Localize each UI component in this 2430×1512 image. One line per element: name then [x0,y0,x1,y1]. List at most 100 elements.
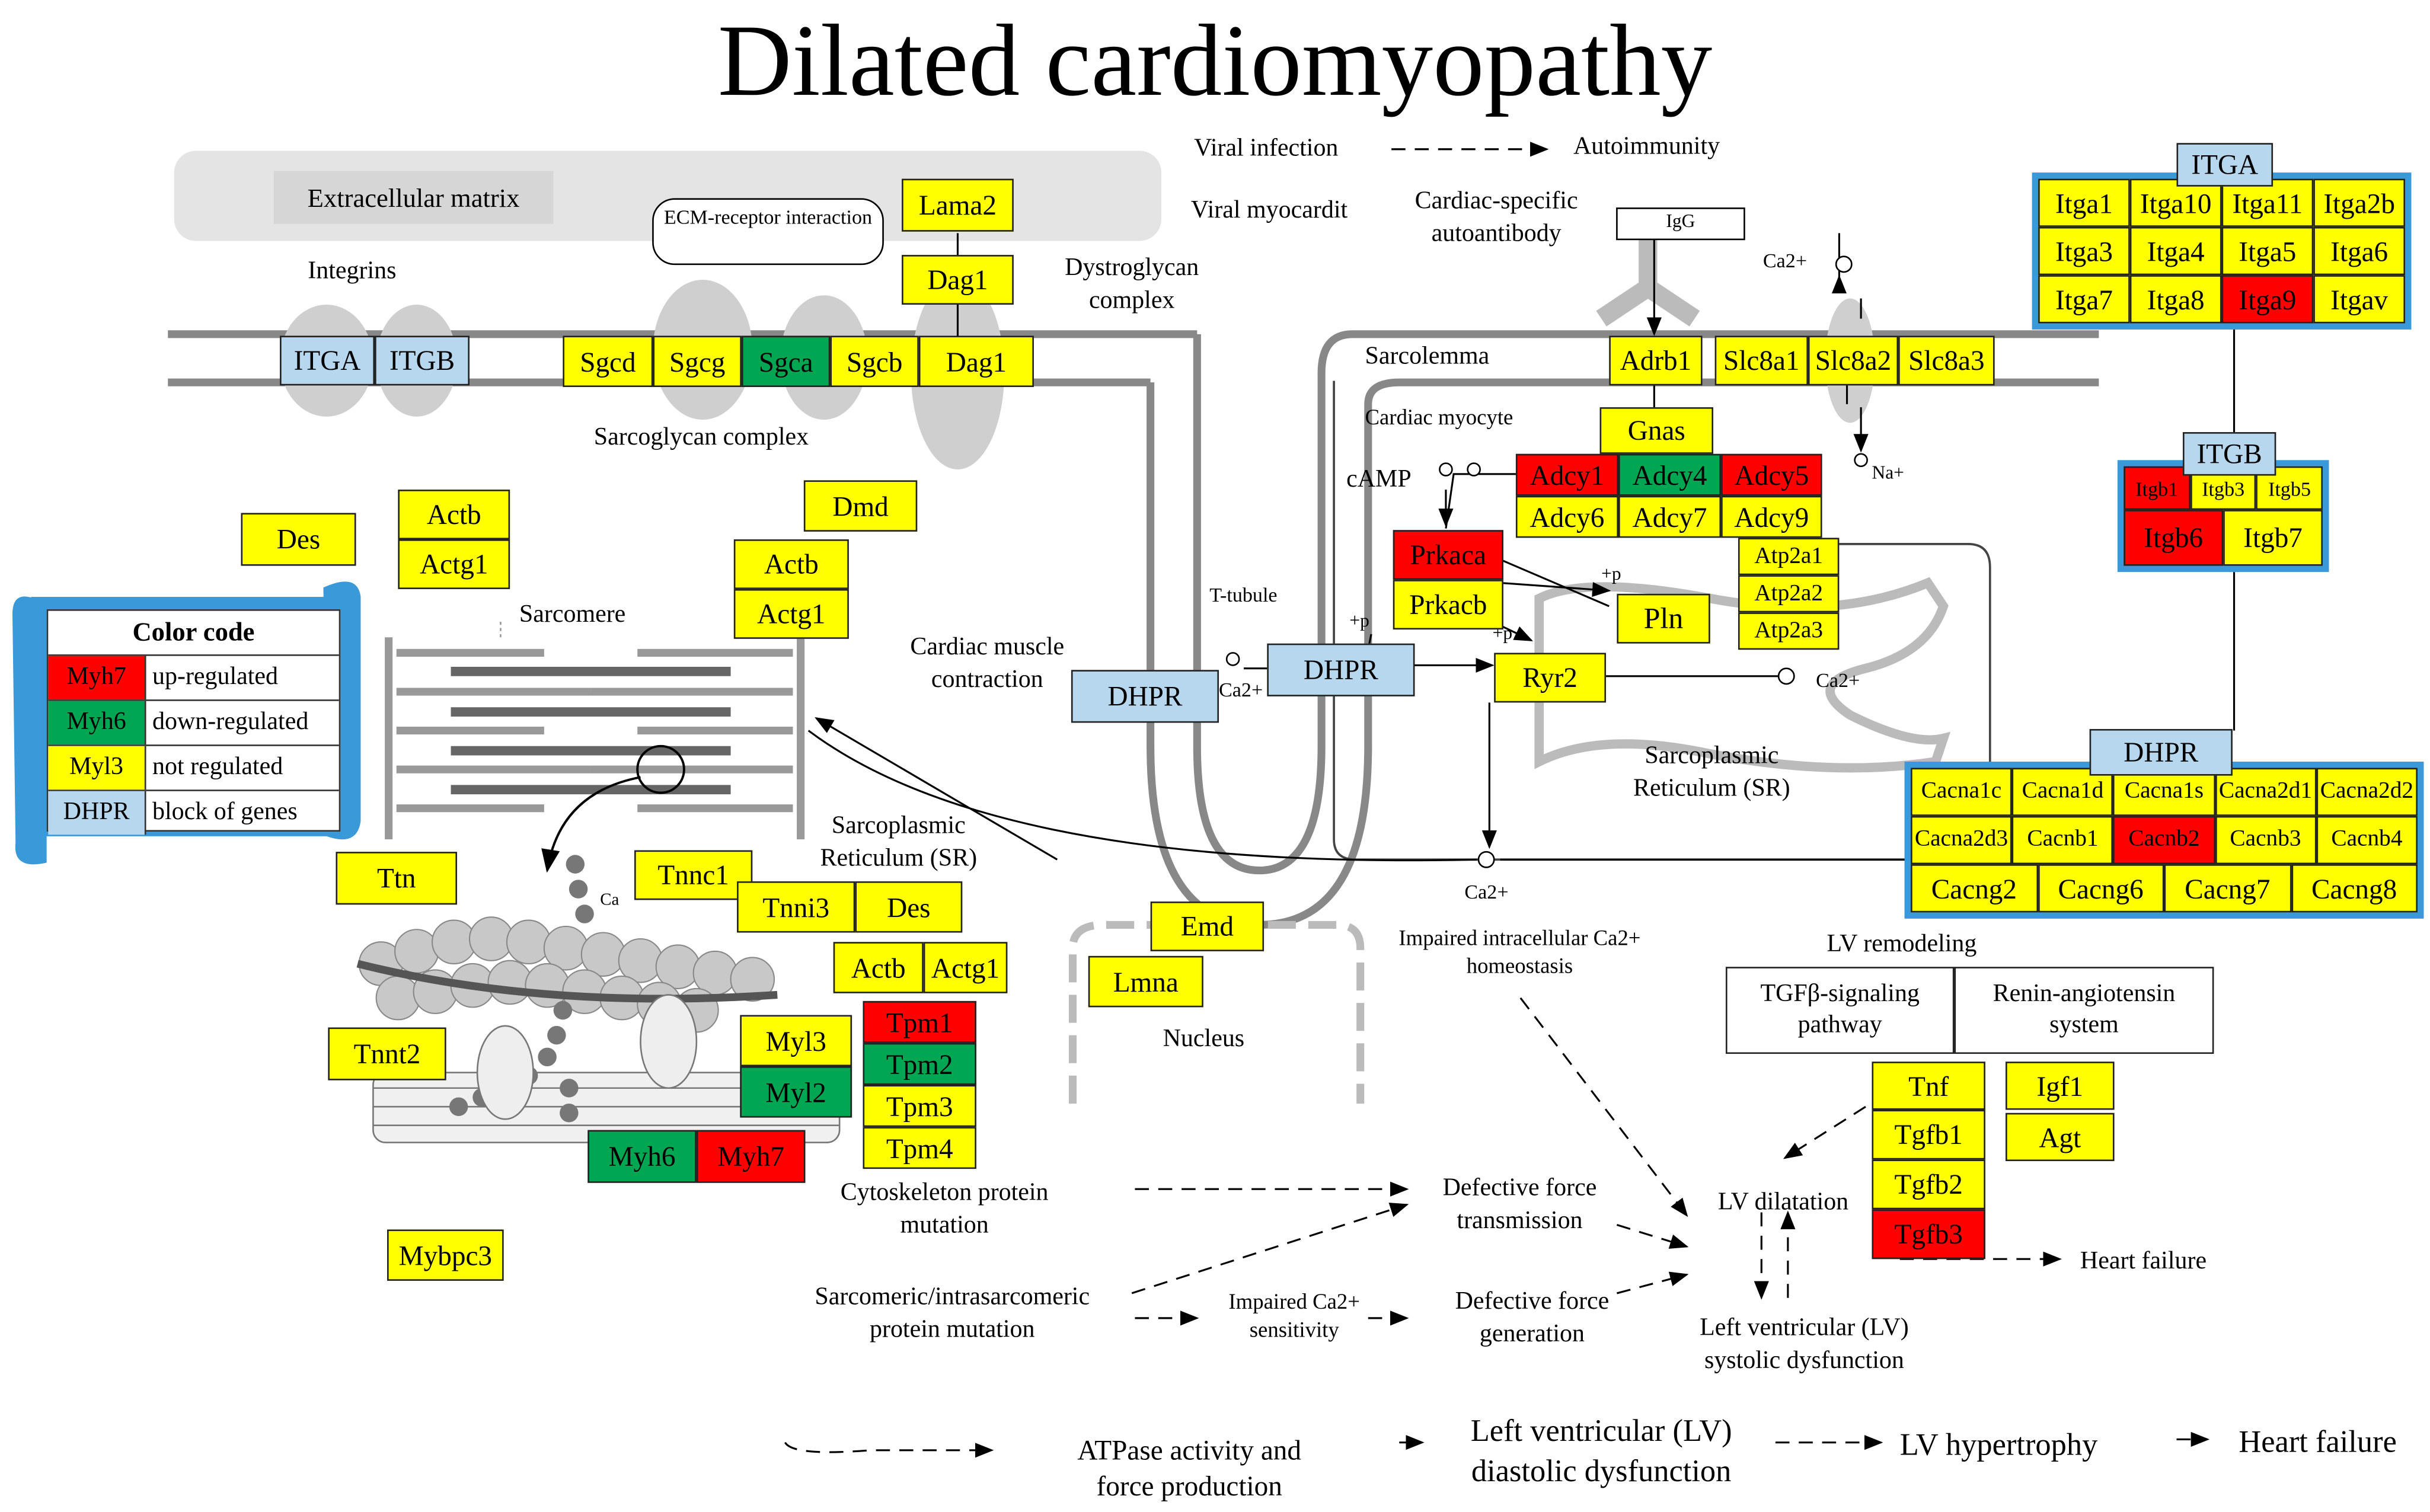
gene-myl2[interactable]: Myl2 [740,1066,852,1118]
gene-des-2[interactable]: Des [855,881,963,933]
gene-ttn[interactable]: Ttn [336,852,458,905]
gene-sgcb[interactable]: Sgcb [830,335,919,388]
gene-itga5[interactable]: Itga5 [2221,226,2314,276]
gene-itga9[interactable]: Itga9 [2221,275,2314,324]
gene-tnni3[interactable]: Tnni3 [737,881,855,933]
gene-cacng6[interactable]: Cacng6 [2037,864,2164,913]
gene-actb-3[interactable]: Actb [833,942,924,993]
gene-itgb1[interactable]: Itgb1 [2124,466,2190,510]
gene-slc8a3[interactable]: Slc8a3 [1898,335,1995,386]
impaired-sensitivity-label: Impaired Ca2+ sensitivity [1228,1292,1360,1344]
gene-myh6[interactable]: Myh6 [587,1130,697,1183]
gene-slc8a2[interactable]: Slc8a2 [1808,335,1899,386]
legend-row: Myh6 down-regulated [48,701,339,746]
gene-tpm3[interactable]: Tpm3 [863,1085,976,1127]
gene-tpm2[interactable]: Tpm2 [863,1043,976,1085]
gene-cacnb2[interactable]: Cacnb2 [2113,816,2215,865]
gene-adcy1[interactable]: Adcy1 [1515,453,1619,496]
gene-mybpc3[interactable]: Mybpc3 [387,1229,504,1281]
gene-atp2a2[interactable]: Atp2a2 [1738,575,1840,613]
gene-tgfb3[interactable]: Tgfb3 [1872,1209,1985,1260]
gene-atp2a3[interactable]: Atp2a3 [1738,612,1840,650]
gene-adrb1[interactable]: Adrb1 [1609,335,1703,386]
gene-cacna2d3[interactable]: Cacna2d3 [1911,816,2013,865]
gene-cacng8[interactable]: Cacng8 [2291,864,2418,913]
gene-tnf[interactable]: Tnf [1872,1062,1985,1110]
gene-adcy6[interactable]: Adcy6 [1515,496,1619,538]
gene-tpm4[interactable]: Tpm4 [863,1127,976,1169]
gene-itga[interactable]: ITGA [280,335,375,386]
gene-itgav[interactable]: Itgav [2313,275,2406,324]
gene-adcy5[interactable]: Adcy5 [1721,453,1822,496]
gene-cacnb3[interactable]: Cacnb3 [2214,816,2316,865]
gene-actb-1[interactable]: Actb [398,490,510,540]
gene-prkaca[interactable]: Prkaca [1393,530,1503,580]
gene-atp2a1[interactable]: Atp2a1 [1738,538,1840,576]
gene-itgb[interactable]: ITGB [375,335,470,386]
gene-cacng2[interactable]: Cacng2 [1911,864,2038,913]
gene-prkacb[interactable]: Prkacb [1393,580,1503,630]
gene-itgb6[interactable]: Itgb6 [2124,510,2224,566]
ca-label-ncx: Ca2+ [1762,248,1808,272]
gene-myh7[interactable]: Myh7 [696,1130,806,1183]
ca-label-ttubule: Ca2+ [1219,677,1263,701]
itga-block-title[interactable]: ITGA [2176,143,2273,187]
gene-dhpr-left[interactable]: DHPR [1071,670,1219,723]
gene-cacna1c[interactable]: Cacna1c [1911,768,2013,816]
gene-sgca[interactable]: Sgca [741,335,831,388]
gene-tgfb1[interactable]: Tgfb1 [1872,1110,1985,1160]
gene-actg1-1[interactable]: Actg1 [398,539,510,589]
gene-lama2[interactable]: Lama2 [902,178,1014,232]
gene-pln[interactable]: Pln [1617,593,1710,644]
gene-itga2b[interactable]: Itga2b [2313,178,2406,227]
gene-dhpr-mid[interactable]: DHPR [1267,643,1415,696]
gene-actg1-2[interactable]: Actg1 [733,589,849,639]
gene-cacng7[interactable]: Cacng7 [2164,864,2291,913]
gene-cacna2d1[interactable]: Cacna2d1 [2214,768,2316,816]
gene-actg1-3[interactable]: Actg1 [923,942,1008,993]
gene-adcy4[interactable]: Adcy4 [1618,453,1722,496]
gene-adcy7[interactable]: Adcy7 [1618,496,1722,538]
gene-itga6[interactable]: Itga6 [2313,226,2406,276]
gene-itga10[interactable]: Itga10 [2129,178,2222,227]
extracellular-matrix-label: Extracellular matrix [307,183,520,213]
itgb-block-title[interactable]: ITGB [2182,432,2276,476]
gene-tnnc1[interactable]: Tnnc1 [634,850,753,900]
gene-dag1-membrane[interactable]: Dag1 [918,335,1034,388]
gene-sgcg[interactable]: Sgcg [653,335,742,388]
gene-cacna1s[interactable]: Cacna1s [2113,768,2215,816]
gene-dag1-top[interactable]: Dag1 [902,255,1014,305]
gene-des-1[interactable]: Des [241,513,356,566]
gene-itga4[interactable]: Itga4 [2129,226,2222,276]
gene-adcy9[interactable]: Adcy9 [1721,496,1822,538]
gene-itga1[interactable]: Itga1 [2038,178,2130,227]
gene-igf1[interactable]: Igf1 [2006,1062,2115,1110]
gene-myl3[interactable]: Myl3 [740,1015,852,1067]
legend-text-up: up-regulated [152,663,279,691]
gene-slc8a1[interactable]: Slc8a1 [1714,335,1808,386]
gene-agt[interactable]: Agt [2006,1113,2115,1162]
gene-itgb7[interactable]: Itgb7 [2223,510,2323,566]
gene-cacnb4[interactable]: Cacnb4 [2316,816,2418,865]
impaired-ca-label: Impaired intracellular Ca2+ homeostasis [1398,928,1641,979]
gene-lmna[interactable]: Lmna [1088,955,1203,1008]
gene-actb-2[interactable]: Actb [733,539,849,589]
gene-cacna2d2[interactable]: Cacna2d2 [2316,768,2418,816]
dhpr-block-title[interactable]: DHPR [2089,728,2233,776]
gene-sgcd[interactable]: Sgcd [563,335,653,388]
gene-itga3[interactable]: Itga3 [2038,226,2130,276]
gene-tnnt2[interactable]: Tnnt2 [328,1027,446,1081]
gene-emd[interactable]: Emd [1150,902,1265,951]
gene-ryr2[interactable]: Ryr2 [1494,653,1607,703]
gene-dmd[interactable]: Dmd [803,480,918,532]
gene-itga7[interactable]: Itga7 [2038,275,2130,324]
gene-cacnb1[interactable]: Cacnb1 [2012,816,2114,865]
gene-cacna1d[interactable]: Cacna1d [2012,768,2114,816]
gene-itga11[interactable]: Itga11 [2221,178,2314,227]
sr-left-label: Sarcoplasmic Reticulum (SR) [820,813,978,872]
gene-itga8[interactable]: Itga8 [2129,275,2222,324]
gene-gnas[interactable]: Gnas [1599,407,1713,454]
gene-tpm1[interactable]: Tpm1 [863,1000,976,1043]
gene-tgfb2[interactable]: Tgfb2 [1872,1159,1985,1210]
